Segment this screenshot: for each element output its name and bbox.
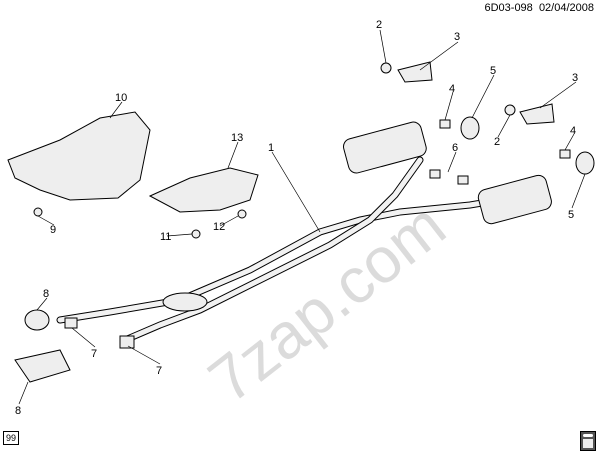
- callout-4: 4: [570, 125, 576, 137]
- callout-11: 11: [160, 231, 171, 243]
- catalytic-converter-8: [24, 309, 50, 331]
- callout-5: 5: [568, 209, 574, 221]
- diagram-id: 6D03-098: [484, 2, 533, 14]
- callout-3: 3: [454, 31, 460, 43]
- fastener-12: [237, 209, 247, 219]
- callout-8: 8: [43, 288, 49, 300]
- manual-book-icon: [580, 431, 596, 451]
- callout-5: 5: [490, 65, 496, 77]
- exhaust-tip-5: [575, 151, 595, 175]
- bracket-3: [519, 103, 555, 125]
- callout-12: 12: [213, 221, 225, 233]
- muffler-right: [477, 174, 552, 225]
- heat-shield-10: [7, 111, 151, 201]
- callout-2: 2: [376, 19, 382, 31]
- fastener-9: [33, 207, 43, 217]
- insulator-2: [380, 62, 392, 74]
- callout-6: 6: [452, 142, 458, 154]
- callout-4: 4: [449, 83, 455, 95]
- catalytic-converter-8: [14, 349, 71, 383]
- page-badge: 99: [3, 431, 20, 445]
- hanger-6: [429, 169, 441, 179]
- callout-3: 3: [572, 72, 578, 84]
- clamp-4: [559, 149, 571, 159]
- watermark: 7zap.com: [195, 189, 458, 417]
- gasket-7: [119, 335, 135, 349]
- callout-2: 2: [494, 136, 500, 148]
- callout-1: 1: [268, 142, 274, 154]
- muffler-left: [343, 121, 427, 174]
- callout-10: 10: [115, 92, 127, 104]
- callout-7: 7: [91, 348, 97, 360]
- callout-9: 9: [50, 224, 56, 236]
- hanger-6: [457, 175, 469, 185]
- callout-7: 7: [156, 365, 162, 377]
- callout-13: 13: [231, 132, 243, 144]
- diagram-date: 02/04/2008: [538, 2, 594, 14]
- fastener-11: [191, 229, 201, 239]
- gasket-7: [64, 317, 78, 329]
- diagram-header: 6D03-098 02/04/2008: [484, 2, 594, 14]
- leader-lines: [18, 29, 586, 405]
- clamp-4: [439, 119, 451, 129]
- callout-8: 8: [15, 405, 21, 417]
- heat-shield-13: [148, 167, 259, 213]
- resonator: [162, 292, 208, 312]
- insulator-2: [504, 104, 516, 116]
- exhaust-tip-5: [460, 116, 480, 140]
